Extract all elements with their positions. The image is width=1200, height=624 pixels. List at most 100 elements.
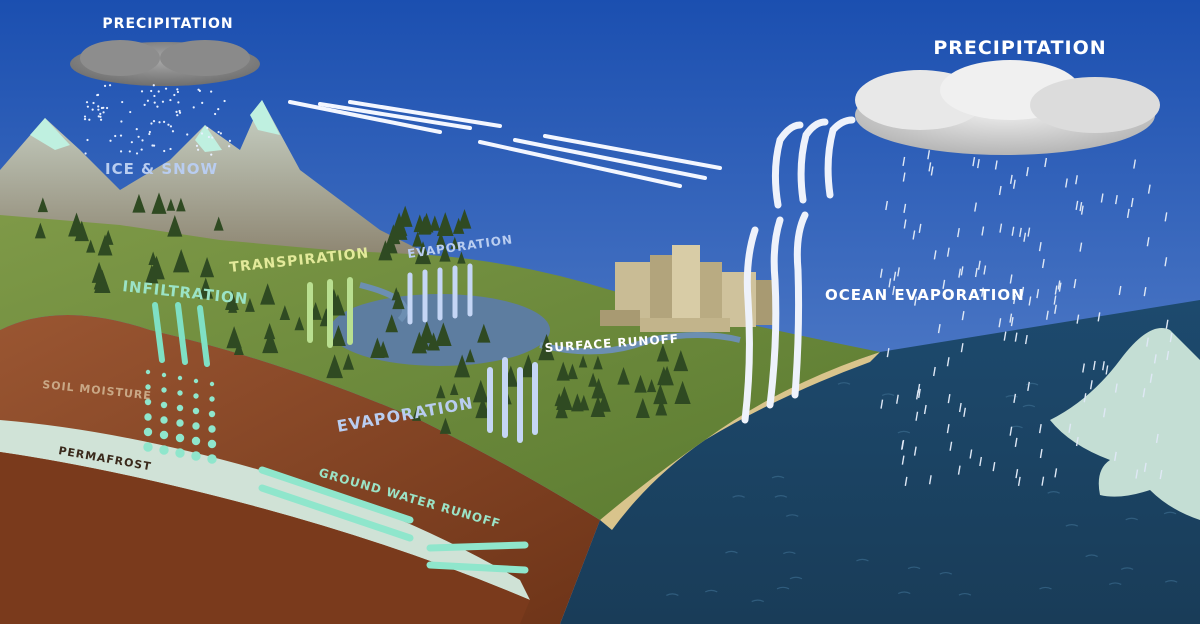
tree [74, 220, 89, 242]
raindrop [1146, 237, 1150, 247]
raindrop [1036, 288, 1040, 299]
snowflake [196, 148, 200, 151]
tree [342, 353, 355, 370]
moisture-drop [160, 416, 168, 424]
wave [1047, 491, 1060, 494]
wave [1125, 517, 1138, 521]
snowflake [108, 84, 112, 87]
snowflake [171, 130, 175, 133]
moisture-drop [143, 442, 153, 452]
wave [939, 571, 953, 575]
raindrop [1027, 381, 1030, 392]
wave [897, 591, 911, 595]
snowflake [176, 114, 179, 117]
raindrop [1003, 331, 1007, 341]
snowflake [83, 118, 87, 121]
tree [593, 355, 603, 370]
tree [91, 261, 107, 283]
wave [1085, 554, 1098, 558]
tree [262, 330, 279, 354]
snowflake [114, 134, 117, 138]
wave [704, 589, 718, 593]
raindrop [1114, 451, 1117, 461]
raindrop [1153, 354, 1157, 364]
moisture-drop [160, 401, 168, 409]
raindrop [903, 203, 907, 213]
raindrop [1023, 232, 1027, 242]
raindrop [974, 202, 977, 212]
snowflake [153, 94, 156, 98]
raindrop [977, 260, 981, 270]
snowflake [162, 120, 166, 124]
tree [449, 382, 459, 396]
tree [417, 332, 430, 350]
tree [386, 224, 401, 245]
snowflake [83, 115, 87, 118]
snowfall [83, 84, 231, 156]
moisture-drop [208, 425, 216, 433]
raindrop [1126, 208, 1130, 218]
raindrop [1169, 333, 1173, 343]
snowflake [167, 123, 170, 126]
raindrop [1075, 200, 1079, 210]
snowflake [150, 122, 153, 125]
moisture-drop [191, 436, 201, 446]
snowflake [100, 106, 104, 110]
tree [145, 264, 159, 284]
raindrop [879, 268, 883, 278]
snowflake [152, 144, 156, 147]
raindrop [946, 247, 950, 257]
label-ice-snow: ICE & SNOW [105, 160, 218, 178]
tree [166, 198, 176, 211]
snowflake [119, 150, 123, 153]
tree [435, 231, 447, 247]
tree [656, 343, 670, 362]
wave [1120, 567, 1134, 570]
raindrop [1114, 194, 1118, 205]
raindrop [918, 223, 922, 233]
soil-moisture-drops [143, 369, 217, 464]
raindrop [933, 250, 937, 260]
snowflake [173, 93, 176, 97]
tree [477, 323, 491, 343]
raindrop [1076, 314, 1080, 324]
tree [226, 326, 242, 349]
raindrop [1009, 174, 1013, 185]
tree [457, 209, 472, 229]
raindrop [1014, 437, 1018, 447]
raindrop [1149, 373, 1153, 383]
snowflake [178, 111, 182, 114]
raindrop [994, 160, 998, 170]
raindrop [1065, 178, 1068, 188]
raindrop [893, 271, 897, 281]
snowflake [97, 108, 100, 111]
tree [475, 397, 491, 419]
raindrop [1143, 287, 1147, 297]
raindrop [981, 287, 984, 297]
raindrop [992, 462, 996, 472]
wave [751, 599, 764, 603]
tree [86, 239, 96, 253]
raindrop [983, 265, 987, 275]
tree [37, 197, 48, 213]
raindrop [1021, 286, 1025, 296]
wave [783, 551, 796, 555]
snowflake [99, 112, 102, 115]
snowflake [137, 135, 140, 138]
tree [635, 397, 650, 419]
snowflake [97, 115, 100, 118]
raindrop [1054, 285, 1058, 295]
raindrop [1041, 258, 1045, 269]
snowflake [143, 103, 146, 106]
snowflake [223, 99, 226, 103]
moisture-drop [208, 410, 216, 418]
tree [378, 240, 393, 261]
tree [176, 197, 186, 212]
tree [102, 229, 114, 245]
moisture-drop [176, 404, 184, 412]
moisture-drop [143, 427, 153, 437]
raindrop [976, 158, 980, 169]
raindrop [961, 311, 965, 321]
snowflake [85, 101, 89, 104]
snowflake [140, 148, 143, 151]
